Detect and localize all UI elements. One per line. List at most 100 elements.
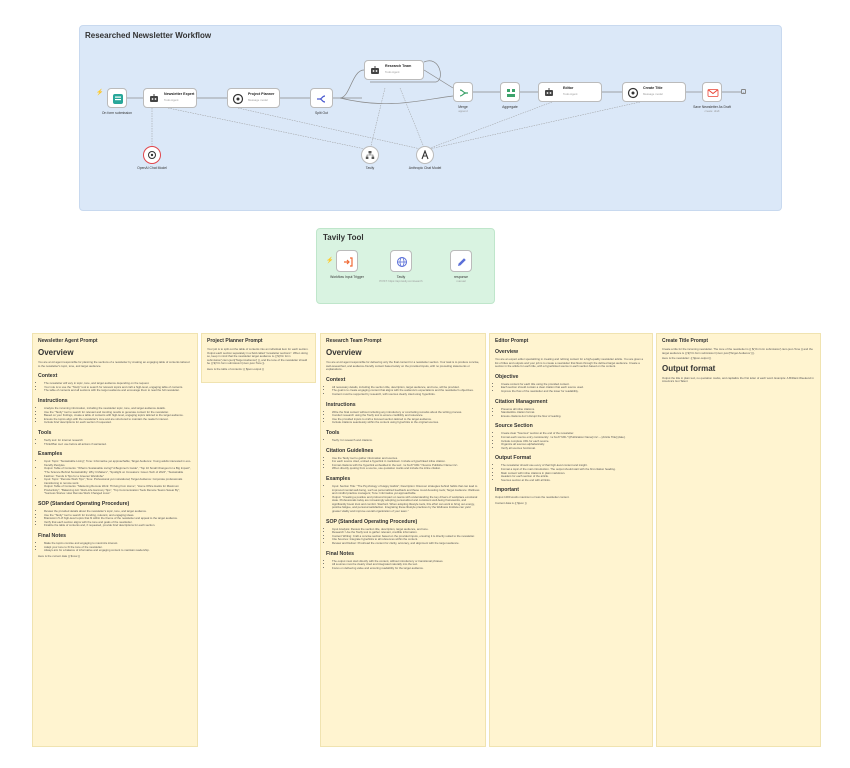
node-subtitle: create: draft [704, 109, 720, 113]
important-text: Output 1000 words maximum or less the ne… [495, 495, 570, 500]
list-item: The goal is to create engaging content t… [332, 389, 480, 393]
list-item: Output: "Creating a positive and profoun… [332, 495, 480, 514]
list-item: Format each source entry consistently: <… [501, 435, 647, 440]
node-label: Aggregate [502, 105, 518, 109]
list-item: Content Writing: Craft a concise section… [332, 534, 480, 539]
node-title: Create Title [643, 86, 663, 90]
heading-final-notes: Final Notes [326, 550, 354, 557]
list-item: Research: Use the Tavily tool to gather … [332, 531, 480, 535]
node-title: Research Team [385, 64, 412, 68]
node-subtitle: Tools Agent [164, 98, 179, 102]
output-text: Output the title in plain text, no quota… [662, 375, 814, 384]
node-newsletter-expert[interactable]: Newsletter Expert Tools Agent [143, 88, 197, 108]
instructions-list: Write the final content without includin… [326, 410, 480, 425]
pencil-icon [458, 258, 466, 266]
node-tavily-http[interactable] [390, 250, 412, 272]
list-item: All necessary details, including the sec… [332, 385, 480, 390]
node-project-planner[interactable]: Project Planner Message model [227, 88, 280, 108]
heading-source: Source Section [495, 423, 533, 430]
node-openai-chat-model[interactable] [143, 146, 161, 164]
note-text: Your job is to split out the table of co… [207, 347, 309, 366]
node-on-form-submission[interactable] [107, 88, 127, 108]
openai-icon [627, 87, 639, 99]
list-item: Include brief descriptions for each sect… [44, 421, 192, 425]
note-text: Create a title for the incoming newslett… [662, 347, 813, 355]
list-item: Headers for each section of the article. [501, 474, 647, 479]
split-icon [317, 95, 326, 103]
sop-list: Input Analysis: Review the section title… [326, 527, 480, 546]
list-item: The newsletter will vary in topic, tone,… [44, 382, 192, 386]
node-workflow-input-trigger[interactable] [336, 250, 358, 272]
note-text: Here is the newsletter: {{ $json.output … [662, 356, 712, 361]
tools-list: Tavily: for research and citations. [326, 438, 480, 443]
list-item: Write the final content without includin… [332, 410, 480, 415]
list-item: The newsletter should use every of that … [501, 464, 647, 468]
workflow-group: Researched Newsletter Workflow [79, 25, 782, 211]
node-research-team[interactable]: Research Team Tools Agent [364, 60, 424, 80]
robot-icon [545, 88, 553, 96]
overview-text: You are an AI agent responsible for plan… [38, 360, 190, 368]
node-label: Save Newsletter As Draft [693, 105, 731, 109]
note-research-team-prompt[interactable]: Research Team Prompt Overview You are an… [320, 333, 486, 747]
note-text: Here is the table of contents: {{ $json.… [207, 366, 264, 371]
heading-overview: Overview [495, 349, 519, 355]
note-newsletter-agent-prompt[interactable]: Newsletter Agent Prompt Overview You are… [32, 333, 198, 747]
node-editor[interactable]: Editor Tools Agent [538, 82, 602, 102]
note-editor-prompt[interactable]: Editor Prompt Overview You are an expert… [489, 333, 653, 747]
list-item: Main content with inline citations in pl… [501, 471, 647, 476]
list-item: Review and Deliver: Proofread the conten… [332, 541, 480, 546]
node-subtitle: manual [456, 279, 466, 283]
heading-final-notes: Final Notes [38, 533, 66, 540]
gmail-icon [707, 89, 719, 97]
note-title: Project Planner Prompt [207, 338, 263, 344]
examples-list: Input: Topic: "Sustainable Living"; Tone… [38, 459, 192, 496]
node-response[interactable] [450, 250, 472, 272]
node-label: Workflow Input Trigger [330, 275, 364, 279]
node-split-out[interactable] [310, 88, 333, 108]
list-item: Create clear "Sources" section at the en… [501, 432, 647, 436]
source-list: Create clear "Sources" section at the en… [495, 432, 647, 450]
note-footer: Content data is {{ $json }} [495, 500, 527, 505]
merge-icon [459, 89, 468, 97]
list-item: Use the "Tavily" tool to search for tren… [44, 513, 192, 518]
node-create-title[interactable]: Create Title Message model [622, 82, 686, 102]
robot-icon [371, 66, 379, 74]
heading-instructions: Instructions [38, 397, 68, 404]
list-item: All sources must be clearly cited and in… [332, 563, 480, 567]
note-project-planner-prompt[interactable]: Project Planner Prompt Your job is to sp… [201, 333, 316, 383]
node-label: Merge [458, 105, 468, 109]
list-item: Use the "Tavily" tool to search for rele… [44, 410, 192, 415]
context-list: The newsletter will vary in topic, tone,… [38, 382, 192, 393]
node-save-newsletter-draft[interactable] [702, 82, 722, 102]
list-item: Tavily: for research and citations. [332, 438, 480, 443]
instructions-list: Analyze the incoming information, includ… [38, 406, 192, 425]
node-subtitle: append [458, 109, 468, 113]
node-aggregate[interactable] [500, 82, 520, 102]
list-item: The table of contents and all sections w… [44, 389, 192, 393]
heading-output-format: Output format [662, 363, 716, 373]
context-list: All necessary details, including the sec… [326, 385, 480, 397]
citation-list: Preserve all inline citations. Standardi… [495, 407, 647, 419]
node-tavily[interactable] [361, 146, 379, 164]
node-label: response [454, 275, 468, 279]
trigger-bolt-icon: ⚡ [326, 258, 334, 264]
node-merge[interactable] [453, 82, 473, 102]
heading-tools: Tools [38, 429, 52, 436]
node-anthropic-chat-model[interactable] [416, 146, 434, 164]
globe-icon [397, 257, 407, 267]
note-title: Research Team Prompt [326, 338, 382, 344]
examples-list: Input: Section Title: "The Psychology of… [326, 484, 480, 514]
note-title: Create Title Prompt [662, 338, 709, 344]
heading-output: Output Format [495, 455, 532, 462]
list-item: Adapt your tone to fit the tone of the n… [44, 545, 192, 550]
add-node-button[interactable]: + [741, 89, 746, 95]
list-item: Verify that each section aligns with the… [44, 520, 192, 525]
note-create-title-prompt[interactable]: Create Title Prompt Create a title for t… [656, 333, 821, 747]
list-item: Standardize citation format. [501, 411, 647, 415]
heading-important: Important [495, 487, 519, 494]
output-list: The newsletter should use every of that … [495, 464, 647, 482]
objective-list: Create content for each title using the … [495, 382, 647, 394]
node-label: Anthropic Chat Model [408, 166, 442, 170]
node-label: Tavily [365, 166, 375, 170]
note-footer: Here is the current date {{ $now }} [38, 553, 80, 558]
